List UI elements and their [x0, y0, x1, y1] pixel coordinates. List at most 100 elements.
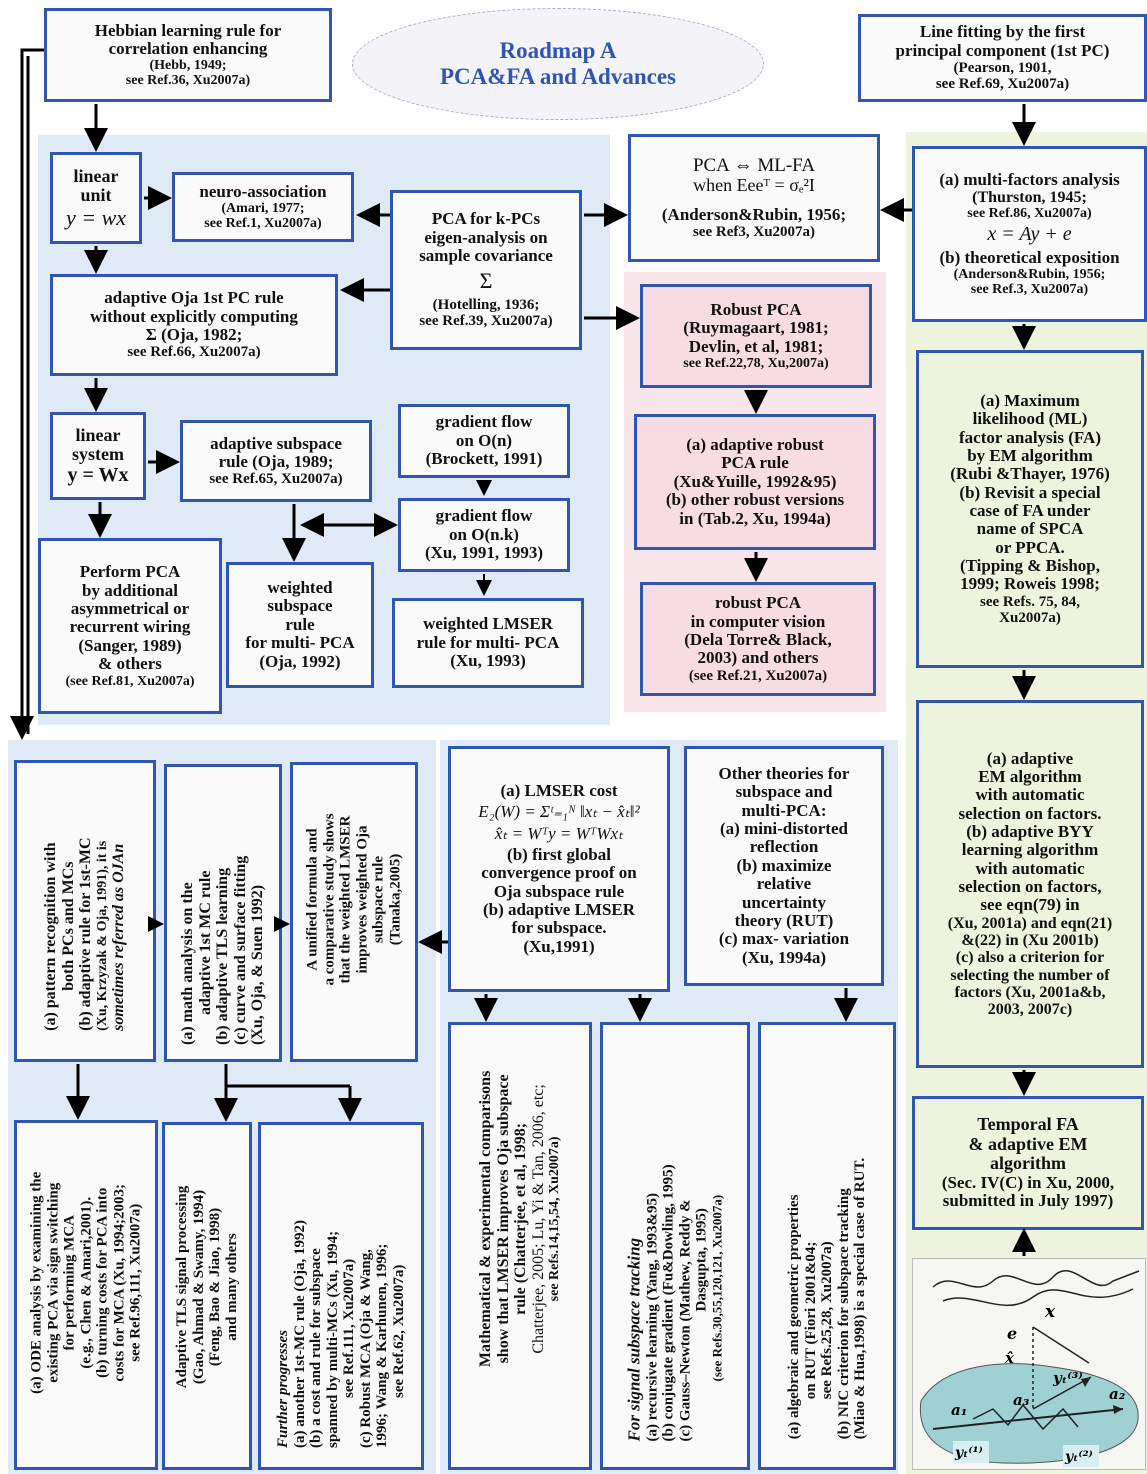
lmser-line: (a) LMSER cost	[500, 780, 618, 800]
roadmap-title: Roadmap A PCA&FA and Advances	[352, 8, 764, 120]
adaptive-em-line: (b) adaptive BYY	[966, 822, 1094, 842]
line-fitting-line: (Pearson, 1901,	[953, 60, 1052, 77]
math-exp-line: Chatterjee, 2005; Lu, Yi & Tan, 2006, et…	[529, 1084, 547, 1354]
further-line: 1996; Wang & Karhunen, 1996;	[374, 1243, 390, 1448]
algebraic-line: (Miao & Hua,1998) is a special case of R…	[851, 1157, 868, 1440]
further-line: (b) a cost and rule for subspace	[308, 1248, 324, 1448]
temporal-fa-line: Temporal FA	[977, 1114, 1079, 1135]
other-theories-line: (c) max- variation	[718, 929, 850, 949]
multi-factors-line: (Thurston, 1945;	[972, 188, 1087, 206]
other-theories-line: (Xu, 1994a)	[741, 947, 827, 967]
adaptive-em-line: &(22) in (Xu 2001b)	[961, 932, 1099, 950]
oja-line: Σ (Oja, 1982;	[145, 325, 243, 345]
robust-pca-line: Devlin, et al, 1981;	[688, 336, 824, 356]
adaptive-robust-line: (a) adaptive robust	[686, 435, 824, 455]
other-theories-line: (b) maximize	[736, 855, 832, 875]
math-line: (Xu, Oja, & Suen 1992)	[249, 884, 267, 1045]
gradient-onk-line: gradient flow	[435, 506, 533, 526]
adaptive-subspace-line: see Ref.65, Xu2007a)	[209, 471, 343, 488]
further-title: Further progresses	[275, 1330, 291, 1448]
temporal-fa-line: (Sec. IV(C) in Xu, 2000,	[941, 1172, 1115, 1192]
box-hebbian: Hebbian learning rule for correlation en…	[44, 8, 332, 102]
math-exp-line: see Refs.14,15,54, Xu2007a)	[547, 1136, 563, 1302]
adaptive-robust-line: PCA rule	[721, 453, 789, 473]
pattern-line: sometimes referred as OJAn	[110, 843, 128, 1031]
pca-kpcs-line: sample covariance	[419, 246, 553, 266]
line-fitting-line: Line fitting by the first	[919, 22, 1086, 42]
hebbian-line: (Hebb, 1949;	[149, 58, 227, 74]
box-gradient-onk: gradient flow on O(n.k) (Xu, 1991, 1993)	[398, 498, 570, 572]
pattern-line: (b) adaptive rule for 1st-MC	[77, 837, 95, 1031]
perform-pca-line: asymmetrical or	[70, 599, 190, 619]
tracking-title: For signal subspace tracking	[624, 1237, 644, 1442]
lmser-formula: x̂ₜ = Wᵀy = WᵀWxₜ	[494, 823, 624, 843]
vbox-unified-formula: A unified formula and a comparative stud…	[290, 762, 418, 1062]
hebbian-line: see Ref.36, Xu2007a)	[125, 73, 251, 89]
weighted-lmser-line: rule for multi- PCA	[416, 632, 560, 652]
box-multi-factors: (a) multi-factors analysis (Thurston, 19…	[912, 146, 1147, 322]
tracking-line: (b) conjugate gradient (Fu&Dowling, 1995…	[660, 1164, 677, 1442]
adaptive-em-line: selecting the number of	[950, 966, 1110, 984]
vbox-signal-tracking: For signal subspace tracking (a) recursi…	[600, 1022, 750, 1470]
other-theories-line: reflection	[749, 837, 819, 857]
math-line: (a) math analysis on the	[179, 882, 197, 1045]
weighted-subspace-line: (Oja, 1992)	[259, 651, 341, 671]
box-robust-pca: Robust PCA (Ruymagaart, 1981; Devlin, et…	[640, 284, 872, 388]
pca-kpcs-line: see Ref.39, Xu2007a)	[419, 313, 553, 330]
math-line: adaptive 1st MC rule	[196, 870, 214, 1015]
ml-fa-line: (Rubi &Thayer, 1976)	[950, 464, 1110, 484]
unified-line: (Tanaka,2005)	[387, 853, 403, 946]
robust-cv-line: in computer vision	[690, 611, 826, 631]
weighted-subspace-line: weighted	[267, 578, 333, 598]
multi-factors-formula: x = Ay + e	[987, 223, 1072, 246]
ode-line: (b) turning costs for PCA into	[94, 1187, 111, 1378]
adaptive-em-line: factors (Xu, 2001a&b,	[954, 983, 1106, 1001]
pca-mlfa-formula: when Eeeᵀ = σₑ²I	[693, 175, 815, 196]
weighted-subspace-line: for multi- PCA	[245, 633, 355, 653]
multi-factors-line: (Anderson&Rubin, 1956;	[953, 267, 1106, 283]
robust-cv-line: (Dela Torre& Black,	[684, 629, 832, 649]
adaptive-em-line: (a) adaptive	[986, 748, 1074, 768]
ml-fa-line: Xu2007a)	[999, 609, 1061, 626]
robust-pca-line: (Ruymagaart, 1981;	[683, 318, 829, 338]
multi-factors-line: see Ref.86, Xu2007a)	[967, 206, 1092, 222]
ml-fa-line: (a) Maximum	[980, 390, 1080, 410]
pca-kpcs-line: PCA for k-PCs	[431, 209, 541, 229]
tls-line: Adaptive TLS signal processing	[174, 1185, 190, 1389]
temporal-fa-line: submitted in July 1997)	[942, 1191, 1114, 1211]
ml-fa-line: (Tipping & Bishop,	[959, 556, 1100, 576]
ml-fa-line: 1999; Roweis 1998;	[960, 574, 1100, 594]
title-line2: PCA&FA and Advances	[440, 64, 676, 89]
adaptive-em-line: with automatic	[975, 858, 1085, 878]
title-line1: Roadmap A	[499, 38, 617, 63]
neuro-line: see Ref.1, Xu2007a)	[204, 216, 322, 232]
perform-pca-line: (see Ref.81, Xu2007a)	[65, 673, 195, 689]
line-fitting-line: principal component (1st PC)	[895, 40, 1110, 60]
ml-fa-line: or PPCA.	[995, 537, 1065, 557]
multi-factors-line: see Ref.3, Xu2007a)	[970, 282, 1089, 298]
hebbian-line: Hebbian learning rule for	[94, 20, 282, 40]
tracking-line: (a) recursive learning (Yang, 1993&95)	[644, 1193, 661, 1442]
box-linear-system: linear system y = Wx	[50, 412, 146, 500]
tls-line: (Gao, Ahmad & Swamy, 1994)	[190, 1189, 207, 1385]
algebraic-line: see Refs.25,28, Xu2007a)	[818, 1241, 835, 1400]
lmser-line: for subspace.	[511, 918, 607, 938]
box-oja-rule: adaptive Oja 1st PC rule without explici…	[50, 274, 338, 376]
box-ml-fa: (a) Maximum likelihood (ML) factor analy…	[916, 350, 1144, 668]
pca-kpcs-line: (Hotelling, 1936;	[432, 297, 540, 314]
vbox-further-progresses: Further progresses (a) another 1st-MC ru…	[258, 1122, 424, 1470]
unified-line: a comparative study shows	[321, 813, 337, 986]
ml-fa-line: by EM algorithm	[967, 445, 1093, 465]
adaptive-em-line: EM algorithm	[978, 766, 1082, 786]
factor-illustration: x e x̂ a₁ a₂ a₃ yₜ⁽³⁾ yₜ⁽¹⁾ yₜ⁽²⁾	[912, 1258, 1146, 1470]
adaptive-subspace-line: rule (Oja, 1989;	[218, 451, 334, 471]
neuro-line: (Amari, 1977;	[221, 201, 305, 217]
algebraic-line: on RUT (Fiori 2001&04;	[802, 1241, 819, 1400]
box-linear-unit: linear unit y = wx	[50, 152, 142, 244]
ml-fa-line: (b) Revisit a special	[959, 482, 1101, 502]
adaptive-robust-line: (b) other robust versions	[665, 490, 845, 510]
temporal-fa-line: algorithm	[990, 1153, 1066, 1174]
pca-mlfa-line: PCA ⇔ ML-FA	[692, 154, 816, 176]
box-pca-mlfa: PCA ⇔ ML-FA when Eeeᵀ = σₑ²I (Anderson&R…	[628, 134, 880, 262]
adaptive-robust-line: (Xu&Yuille, 1992&95)	[673, 471, 837, 491]
